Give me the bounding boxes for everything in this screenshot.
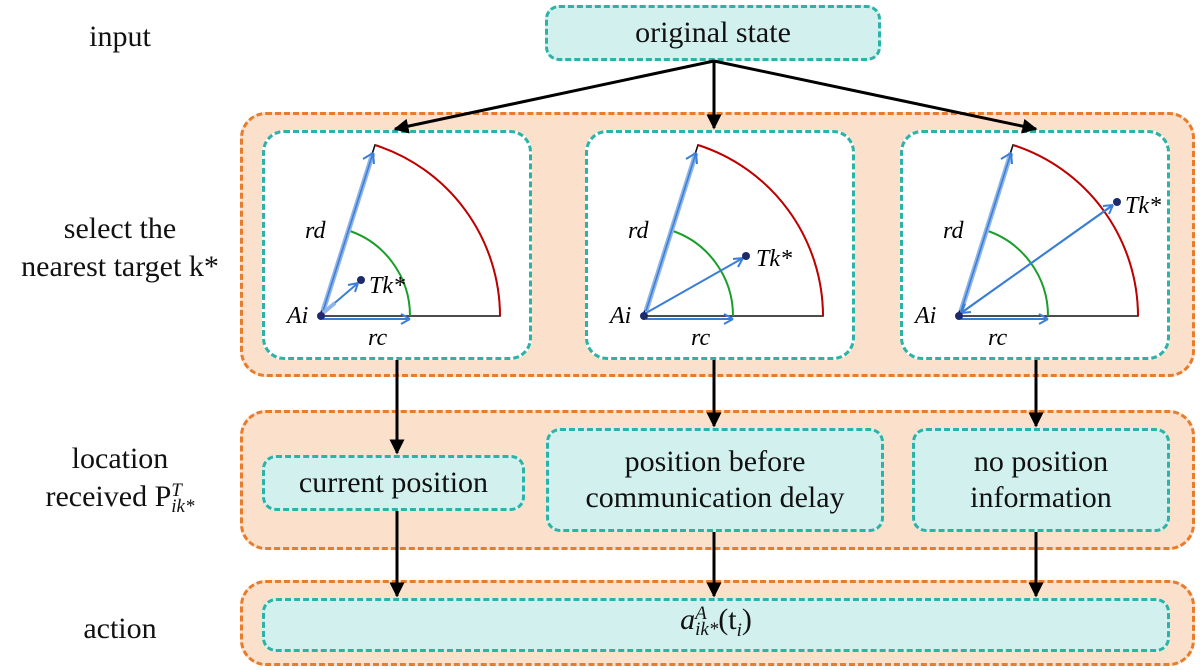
target-arrowhead [1102,204,1114,215]
location-box-delayed-line1: position before [624,445,806,478]
outer-range-arc [697,144,824,317]
rd-arrowhead [685,152,698,165]
action-formula-arg: (t [718,602,737,636]
target-label: Tk* [1125,193,1161,219]
location-box-none: no position information [912,428,1170,532]
location-box-delayed-line2: communication delay [585,481,845,514]
original-state-text: original state [635,16,791,49]
rd-arrowhead [362,152,375,165]
rc-arrowhead [1038,313,1049,325]
location-box-none-line2: information [970,481,1112,514]
rc-arrowhead [400,313,411,325]
outer-range-arc [1012,144,1139,317]
action-formula-close: ) [741,602,752,636]
agent-label: Ai [285,303,308,329]
target-label: Tk* [369,273,405,299]
sensing-panel-2: rd Ai rc Tk* [585,130,855,360]
location-box-current-line1: current position [298,466,489,499]
agent-arrowhead [960,303,972,314]
target-dot [1113,198,1121,206]
location-label-line1: location [71,442,169,475]
sensing-diagram-2: rd Ai rc Tk* [608,143,824,351]
action-label-text: action [83,612,157,645]
target-dot [742,252,750,260]
action-formula-sup: A [695,602,707,624]
target-vector-back [960,204,1114,314]
location-label-sup: T [171,480,182,502]
rd-arrowhead [1000,152,1013,165]
target-vector [645,257,744,314]
rc-arrowhead [723,313,734,325]
action-formula-base: a [680,602,696,636]
rd-label: rd [305,218,326,244]
rd-vector [960,152,1012,312]
location-label-sub: ik* [171,496,195,518]
rc-label: rc [988,325,1007,351]
target-label: Tk* [756,246,792,272]
outer-range-arc [374,144,501,317]
rc-label: rc [691,325,710,351]
agent-dot [640,312,648,320]
sensing-diagram-1: rd Ai rc Tk* [285,143,501,351]
target-arrowhead [732,257,744,268]
sensing-panel-1: rd Ai rc Tk* [262,130,532,360]
action-formula-sub: ik* [695,618,719,640]
target-vector-shadow [321,301,337,315]
rd-label: rd [628,218,649,244]
rd-vector [645,152,697,312]
row-label-action: action [70,610,170,648]
sensing-panel-3: rd Ai rc Tk* [900,130,1170,360]
inner-range-arc [669,229,735,317]
location-box-none-line1: no position [973,445,1109,478]
agent-label: Ai [608,303,631,329]
target-arrowhead [347,282,359,293]
rd-label: rd [943,218,964,244]
rd-vector [322,152,374,312]
action-formula-arg-sub: i [736,619,742,641]
location-label-prefix: received P [45,480,172,513]
agent-dot [317,312,325,320]
location-box-current: current position [262,455,525,511]
sensing-diagram-3: rd Ai rc Tk* [913,143,1161,351]
input-label-text: input [89,20,151,53]
agent-dot [955,312,963,320]
row-label-select: select the nearest target k* [0,210,240,286]
rc-label: rc [368,325,387,351]
agent-label: Ai [913,303,936,329]
select-label-line1: select the [63,212,177,245]
select-label-line2: nearest target k* [21,250,219,283]
inner-range-arc [346,229,412,317]
location-box-delayed: position before communication delay [546,428,884,532]
target-dot [357,276,365,284]
row-label-input: input [80,18,160,56]
original-state-box: original state [545,5,881,61]
